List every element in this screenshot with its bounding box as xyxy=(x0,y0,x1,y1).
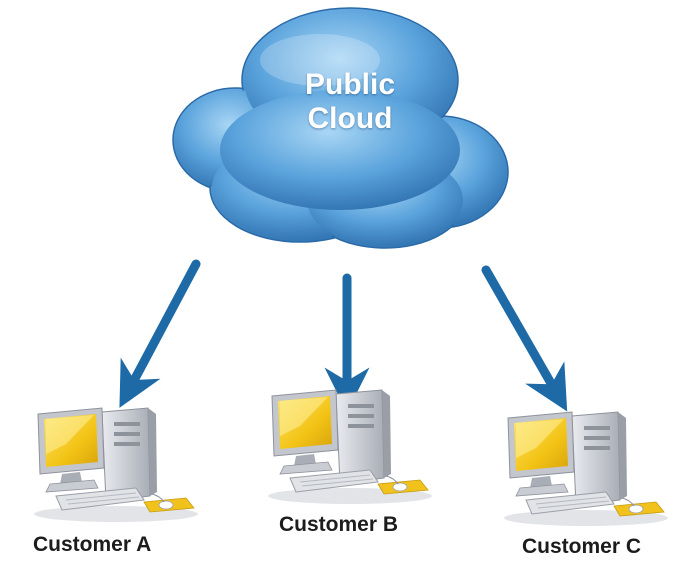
cloud-label-line1: Public xyxy=(304,68,395,101)
customer-b-label: Customer B xyxy=(279,513,399,536)
desktop-computer-icon-b xyxy=(267,389,433,505)
desktop-computer-icon-a xyxy=(33,407,199,523)
cloud-label: Public Cloud xyxy=(250,68,450,136)
arrow-to-customer-a xyxy=(119,259,201,408)
desktop-computer-icon-c xyxy=(503,411,669,527)
arrow-to-customer-c xyxy=(481,265,568,412)
cloud-label-line2: Cloud xyxy=(307,102,393,135)
customer-a-label: Customer A xyxy=(33,533,152,556)
cloud-icon xyxy=(172,7,509,249)
customer-c-label: Customer C xyxy=(522,535,642,558)
